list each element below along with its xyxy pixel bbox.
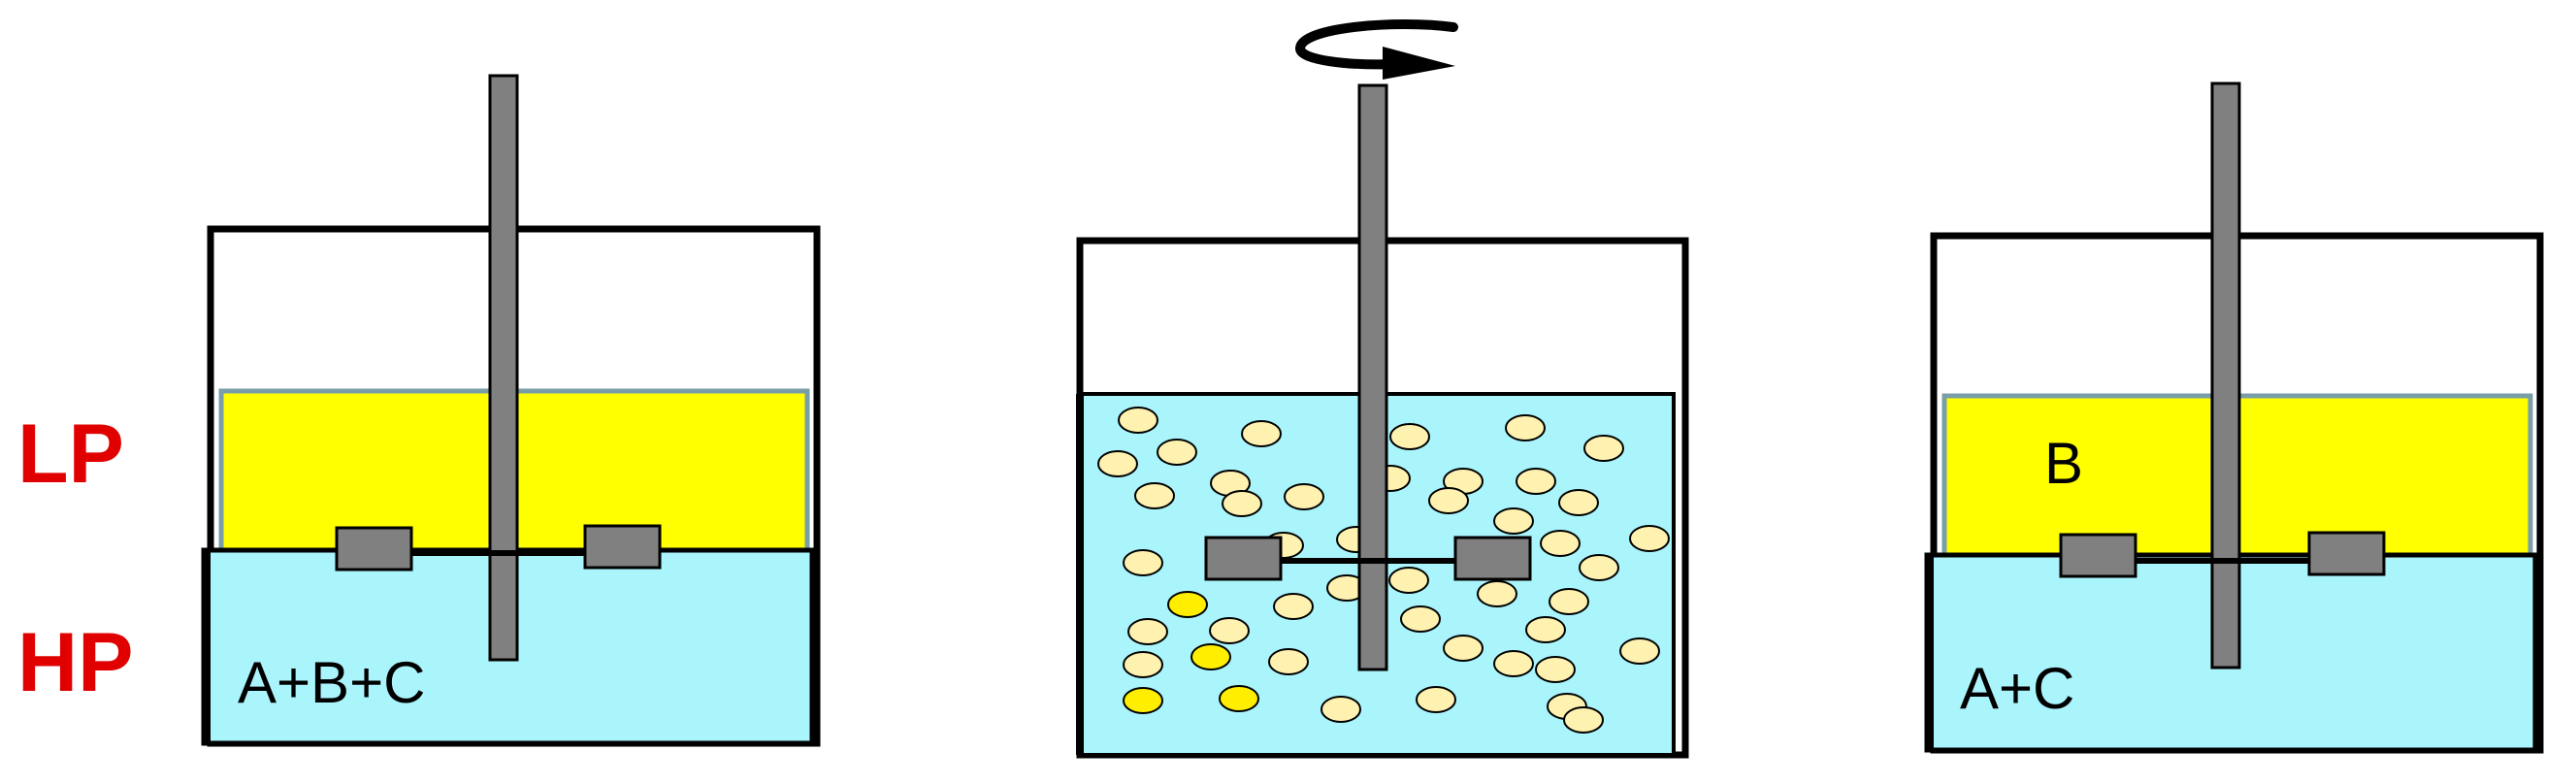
droplet bbox=[1549, 588, 1589, 615]
vessel-right-impeller-blade-left bbox=[2059, 533, 2137, 578]
droplet bbox=[1123, 687, 1163, 714]
droplet bbox=[1443, 635, 1484, 662]
vessel-right: B A+C bbox=[1924, 82, 2544, 754]
droplet bbox=[1629, 525, 1670, 552]
droplet bbox=[1097, 450, 1138, 477]
droplet bbox=[1540, 530, 1581, 557]
droplet bbox=[1428, 487, 1469, 514]
dispersed-droplets bbox=[1097, 407, 1670, 734]
droplet bbox=[1219, 685, 1259, 712]
vessel-middle-shaft bbox=[1357, 83, 1388, 671]
vessel-right-upper-content-label: B bbox=[2044, 431, 2083, 496]
droplet bbox=[1273, 593, 1314, 620]
droplet bbox=[1123, 651, 1163, 678]
droplet bbox=[1167, 591, 1208, 618]
light-phase-label: LP bbox=[17, 408, 124, 501]
droplet bbox=[1579, 554, 1619, 581]
droplet bbox=[1209, 617, 1250, 644]
droplet bbox=[1583, 435, 1624, 462]
droplet bbox=[1535, 656, 1576, 683]
droplet bbox=[1493, 650, 1534, 677]
vessel-middle-impeller-blade-left bbox=[1204, 536, 1283, 581]
heavy-phase-label: HP bbox=[17, 616, 134, 709]
vessel-right-impeller-blade-right bbox=[2307, 531, 2386, 576]
droplet bbox=[1416, 686, 1456, 713]
droplet bbox=[1284, 483, 1324, 510]
droplet bbox=[1505, 414, 1546, 441]
vessel-left-impeller-blade-left bbox=[335, 526, 413, 572]
droplet bbox=[1241, 420, 1282, 447]
droplet bbox=[1516, 468, 1556, 495]
droplet bbox=[1134, 482, 1175, 509]
droplet bbox=[1157, 439, 1197, 466]
droplet bbox=[1190, 643, 1231, 670]
droplet bbox=[1400, 605, 1441, 633]
vessel-middle bbox=[1076, 19, 1689, 759]
vessel-right-shaft bbox=[2210, 82, 2241, 670]
droplet bbox=[1389, 423, 1430, 450]
rotation-arrow-icon bbox=[1294, 19, 1458, 80]
droplet bbox=[1222, 490, 1262, 517]
droplet bbox=[1563, 706, 1604, 734]
droplet bbox=[1619, 637, 1660, 665]
vessel-middle-impeller-blade-right bbox=[1453, 536, 1532, 581]
droplet bbox=[1123, 549, 1163, 576]
droplet bbox=[1118, 407, 1158, 434]
vessel-left-impeller-blade-right bbox=[583, 524, 662, 570]
droplet bbox=[1127, 618, 1168, 645]
droplet bbox=[1493, 507, 1534, 535]
droplet bbox=[1477, 580, 1517, 607]
vessel-right-lower-content-label: A+C bbox=[1960, 656, 2074, 721]
vessel-left-shaft bbox=[488, 74, 519, 662]
vessel-left-content-label: A+B+C bbox=[238, 650, 425, 715]
droplet bbox=[1388, 567, 1429, 594]
droplet bbox=[1525, 616, 1566, 643]
droplet bbox=[1268, 648, 1309, 675]
droplet bbox=[1321, 696, 1361, 723]
droplet bbox=[1558, 489, 1599, 516]
vessel-left: A+B+C bbox=[201, 74, 821, 747]
